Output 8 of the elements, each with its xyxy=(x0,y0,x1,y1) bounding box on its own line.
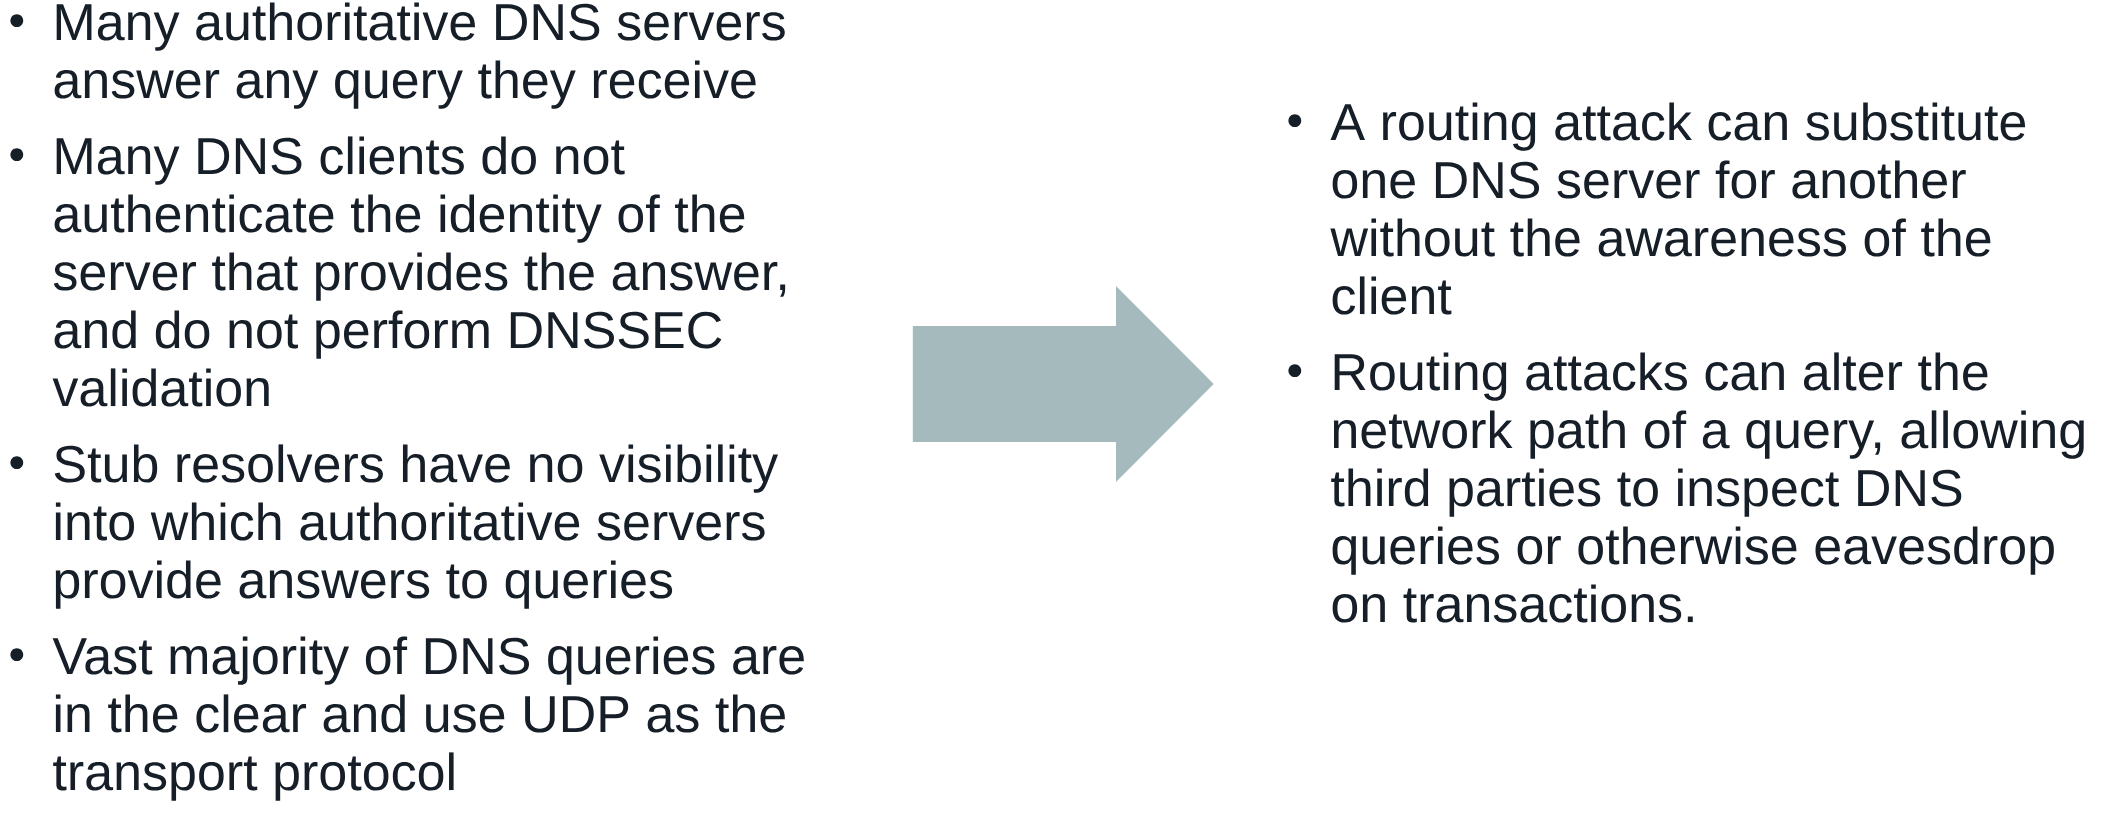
bullet-list xyxy=(10,2,804,801)
bullet-item: Vast majority of DNS queries are in the clear and use UDP as the transport protocol xyxy=(10,636,804,801)
bullet-item: Many authoritative DNS servers answer any query they receive xyxy=(10,2,785,109)
bullet-item: A routing attack can substitute one DNS server for another without the awareness of the client xyxy=(1288,102,2026,315)
bullet-item: Many DNS clients do not authenticate the identity of the server that provides the answer, and do not perform DNSSEC validation xyxy=(10,136,786,407)
bullet-list xyxy=(1288,102,2084,623)
bullet-item: Routing attacks can alter the network path of a query, allowing third parties to inspect DNS queries or otherwise eavesdrop on transactions. xyxy=(1288,352,2084,623)
bullet-item: Stub resolvers have no visibility into which authoritative servers provide answers to queries xyxy=(10,444,779,609)
